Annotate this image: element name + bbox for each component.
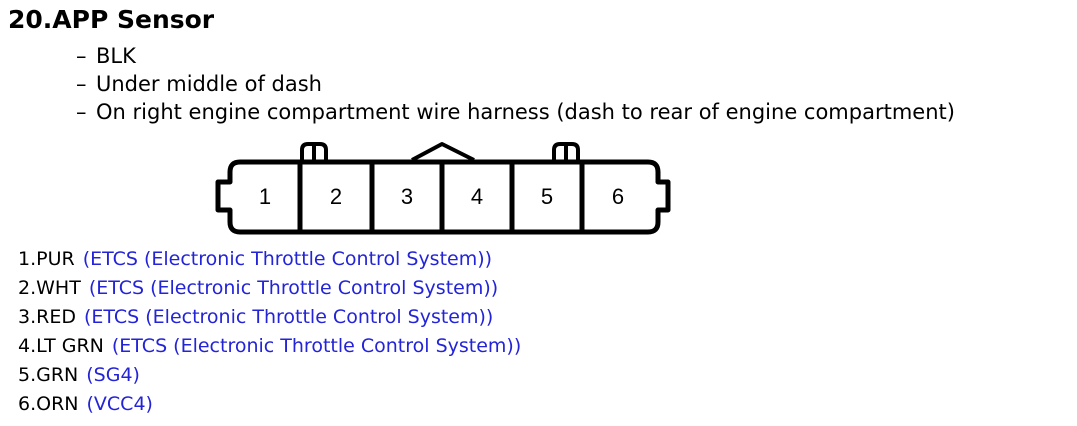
detail-text: Under middle of dash: [96, 72, 322, 96]
detail-text: BLK: [96, 44, 136, 68]
connector-details-list: –BLK –Under middle of dash –On right eng…: [76, 42, 955, 126]
pin-number-2: 2: [330, 184, 342, 209]
pin-number-4: 4: [471, 184, 483, 209]
pin-assignment-row: 4.LT GRN (ETCS (Electronic Throttle Contr…: [18, 332, 521, 361]
pin-assignment-row: 1.PUR (ETCS (Electronic Throttle Control …: [18, 245, 521, 274]
connector-diagram: 1 2 3 4 5 6: [215, 142, 671, 235]
page-title: 20.APP Sensor: [8, 5, 215, 34]
pin-assignment-list: 1.PUR (ETCS (Electronic Throttle Control …: [18, 245, 521, 419]
pin-assignment-row: 6.ORN (VCC4): [18, 390, 521, 419]
pin-wire-color: 3.RED: [18, 306, 76, 328]
pin-assignment-row: 3.RED (ETCS (Electronic Throttle Control …: [18, 303, 521, 332]
bullet-dash: –: [76, 100, 87, 124]
detail-location: –Under middle of dash: [76, 70, 955, 98]
pin-wire-color: 1.PUR: [18, 248, 75, 270]
pin-assignment-row: 5.GRN (SG4): [18, 361, 521, 390]
pin-circuit-link[interactable]: (SG4): [86, 364, 140, 386]
pin-circuit-link[interactable]: (ETCS (Electronic Throttle Control Syste…: [82, 248, 493, 270]
pin-wire-color: 5.GRN: [18, 364, 79, 386]
pin-number-3: 3: [401, 184, 413, 209]
bullet-dash: –: [76, 72, 87, 96]
detail-connector-color: –BLK: [76, 42, 955, 70]
detail-harness: –On right engine compartment wire harnes…: [76, 98, 955, 126]
pin-number-6: 6: [612, 184, 624, 209]
connector-latch-left: [300, 142, 328, 162]
pin-number-5: 5: [541, 184, 553, 209]
pin-assignment-row: 2.WHT (ETCS (Electronic Throttle Control …: [18, 274, 521, 303]
pin-circuit-link[interactable]: (VCC4): [86, 393, 153, 415]
pin-number-1: 1: [259, 184, 271, 209]
pin-circuit-link[interactable]: (ETCS (Electronic Throttle Control Syste…: [88, 277, 499, 299]
pin-wire-color: 4.LT GRN: [18, 335, 104, 357]
detail-text: On right engine compartment wire harness…: [96, 100, 955, 124]
connector-latch-right: [552, 142, 580, 162]
bullet-dash: –: [76, 44, 87, 68]
pin-wire-color: 6.ORN: [18, 393, 79, 415]
connector-key: [411, 142, 475, 162]
pin-circuit-link[interactable]: (ETCS (Electronic Throttle Control Syste…: [111, 335, 522, 357]
pin-wire-color: 2.WHT: [18, 277, 81, 299]
pin-circuit-link[interactable]: (ETCS (Electronic Throttle Control Syste…: [83, 306, 494, 328]
